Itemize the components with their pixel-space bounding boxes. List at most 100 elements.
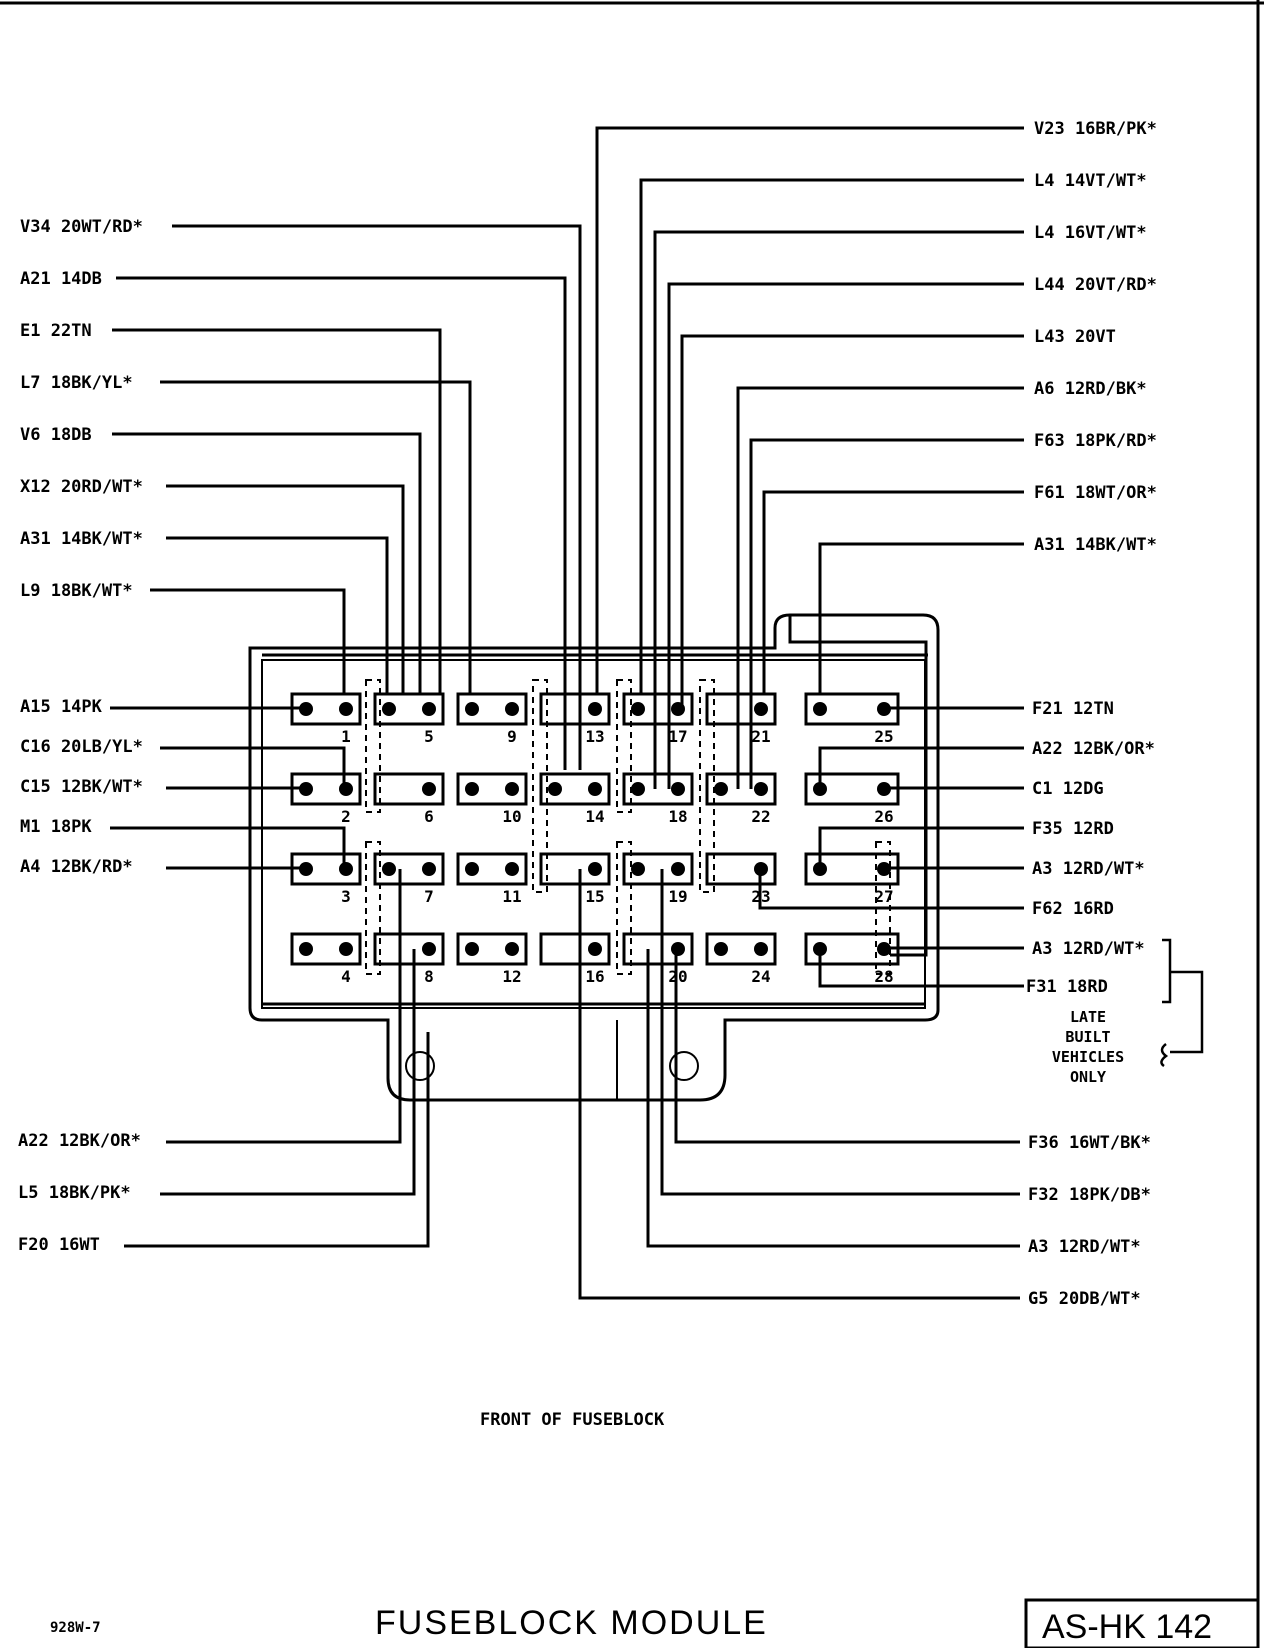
wire-label-x12: X12 20RD/WT* bbox=[20, 477, 143, 497]
slot-number: 28 bbox=[874, 967, 893, 986]
terminal-dot bbox=[754, 942, 768, 956]
wire-trace bbox=[110, 826, 346, 869]
wire-label-l44: L44 20VT/RD* bbox=[1034, 275, 1157, 295]
wire-label-a22-right: A22 12BK/OR* bbox=[1032, 739, 1155, 759]
slot-number: 3 bbox=[341, 887, 351, 906]
slot-number: 25 bbox=[874, 727, 893, 746]
terminal-dot bbox=[754, 782, 768, 796]
fuse-slot: 5 bbox=[373, 692, 445, 746]
terminal-dot bbox=[714, 942, 728, 956]
terminal-dot bbox=[422, 942, 436, 956]
fuse-slot-outline bbox=[373, 932, 445, 966]
terminal-dot bbox=[465, 702, 479, 716]
fuse-slot: 19 bbox=[622, 852, 694, 906]
wire-trace bbox=[660, 869, 1020, 1196]
fuse-slot: 12 bbox=[456, 932, 528, 986]
fuse-slot: 10 bbox=[456, 772, 528, 826]
slot-number: 20 bbox=[668, 967, 687, 986]
fuse-slot-outline bbox=[705, 932, 777, 966]
right-mid-wire-labels: F21 12TN A22 12BK/OR* C1 12DG F35 12RD A… bbox=[1026, 699, 1155, 997]
right-bottom-wire-labels: F36 16WT/BK* F32 18PK/DB* A3 12RD/WT* G5… bbox=[1028, 1133, 1151, 1309]
slot-number: 13 bbox=[585, 727, 604, 746]
slot-number: 21 bbox=[751, 727, 770, 746]
wire-label-v34: V34 20WT/RD* bbox=[20, 217, 143, 237]
slot-number: 27 bbox=[874, 887, 893, 906]
wire-routing bbox=[110, 126, 1024, 1300]
wire-trace bbox=[150, 588, 346, 694]
slot-number: 22 bbox=[751, 807, 770, 826]
wire-label-l7: L7 18BK/YL* bbox=[20, 373, 133, 393]
terminal-dot bbox=[588, 862, 602, 876]
fuse-slot: 13 bbox=[539, 692, 611, 746]
wire-label-f20: F20 16WT bbox=[18, 1235, 100, 1255]
fuse-slot: 2 bbox=[290, 772, 362, 826]
mounting-hole-right bbox=[669, 1051, 699, 1081]
terminal-dot bbox=[631, 702, 645, 716]
mounting-hole-left bbox=[405, 1051, 435, 1081]
wire-trace bbox=[818, 542, 1024, 694]
wire-trace bbox=[116, 276, 567, 770]
fuse-slot-outline bbox=[539, 692, 611, 726]
right-top-wire-labels: V23 16BR/PK* L4 14VT/WT* L4 16VT/WT* L44… bbox=[1034, 119, 1157, 555]
wire-trace bbox=[818, 746, 1024, 789]
fuse-slot: 17 bbox=[622, 692, 694, 746]
fuse-slot: 6 bbox=[373, 772, 445, 826]
terminal-dot bbox=[671, 942, 685, 956]
terminal-dot bbox=[505, 702, 519, 716]
terminal-dot bbox=[382, 702, 396, 716]
terminal-dot bbox=[505, 942, 519, 956]
terminal-dot bbox=[588, 702, 602, 716]
slot-number: 2 bbox=[341, 807, 351, 826]
fuse-slot: 15 bbox=[539, 852, 611, 906]
slot-number: 14 bbox=[585, 807, 604, 826]
wire-trace bbox=[788, 615, 928, 957]
note-line-3: VEHICLES bbox=[1052, 1048, 1124, 1066]
terminal-dot bbox=[505, 782, 519, 796]
wire-label-a21: A21 14DB bbox=[20, 269, 102, 289]
wire-trace bbox=[160, 949, 416, 1196]
wire-label-l43: L43 20VT bbox=[1034, 327, 1116, 347]
slot-number: 10 bbox=[502, 807, 521, 826]
slot-number: 4 bbox=[341, 967, 351, 986]
wire-label-l5: L5 18BK/PK* bbox=[18, 1183, 131, 1203]
wire-label-a15: A15 14PK bbox=[20, 697, 103, 717]
wire-label-a4: A4 12BK/RD* bbox=[20, 857, 133, 877]
left-bottom-wire-labels: A22 12BK/OR* L5 18BK/PK* F20 16WT bbox=[18, 1131, 141, 1255]
fuse-slot: 25 bbox=[804, 692, 900, 746]
fuse-slots: 1234567891011121314151617181920212223242… bbox=[290, 692, 900, 986]
terminal-dot bbox=[465, 862, 479, 876]
wire-trace bbox=[639, 178, 1024, 694]
fuse-slot-outline bbox=[539, 772, 611, 806]
terminal-dot bbox=[548, 782, 562, 796]
fuse-slot-outline bbox=[373, 852, 445, 886]
fuse-slot-outline bbox=[539, 932, 611, 966]
wire-label-m1: M1 18PK bbox=[20, 817, 92, 837]
terminal-dot bbox=[754, 702, 768, 716]
wire-label-f32: F32 18PK/DB* bbox=[1028, 1185, 1151, 1205]
fuse-slot: 11 bbox=[456, 852, 528, 906]
fuse-slot: 14 bbox=[539, 772, 611, 826]
fuse-slot-outline bbox=[456, 692, 528, 726]
wire-label-f31: F31 18RD bbox=[1026, 977, 1108, 997]
slot-number: 7 bbox=[424, 887, 434, 906]
late-built-note: LATE BUILT VEHICLES ONLY bbox=[1052, 938, 1204, 1086]
fuse-slot-outline bbox=[373, 772, 445, 806]
wire-label-f36: F36 16WT/BK* bbox=[1028, 1133, 1151, 1153]
fuse-slot: 21 bbox=[705, 692, 777, 746]
terminal-dot bbox=[631, 782, 645, 796]
slot-number: 15 bbox=[585, 887, 604, 906]
terminal-dot bbox=[588, 942, 602, 956]
fuse-slot: 1 bbox=[290, 692, 362, 746]
slot-number: 12 bbox=[502, 967, 521, 986]
fuse-slot-outline bbox=[622, 852, 694, 886]
fuse-slot-outline bbox=[622, 692, 694, 726]
wire-label-c15: C15 12BK/WT* bbox=[20, 777, 143, 797]
fuse-slot: 3 bbox=[290, 852, 362, 906]
fuse-slot: 22 bbox=[705, 772, 777, 826]
fuse-slot: 16 bbox=[539, 932, 611, 986]
slot-number: 9 bbox=[507, 727, 517, 746]
note-line-2: BUILT bbox=[1065, 1028, 1110, 1046]
page-id: AS-HK 142 bbox=[1042, 1608, 1212, 1646]
